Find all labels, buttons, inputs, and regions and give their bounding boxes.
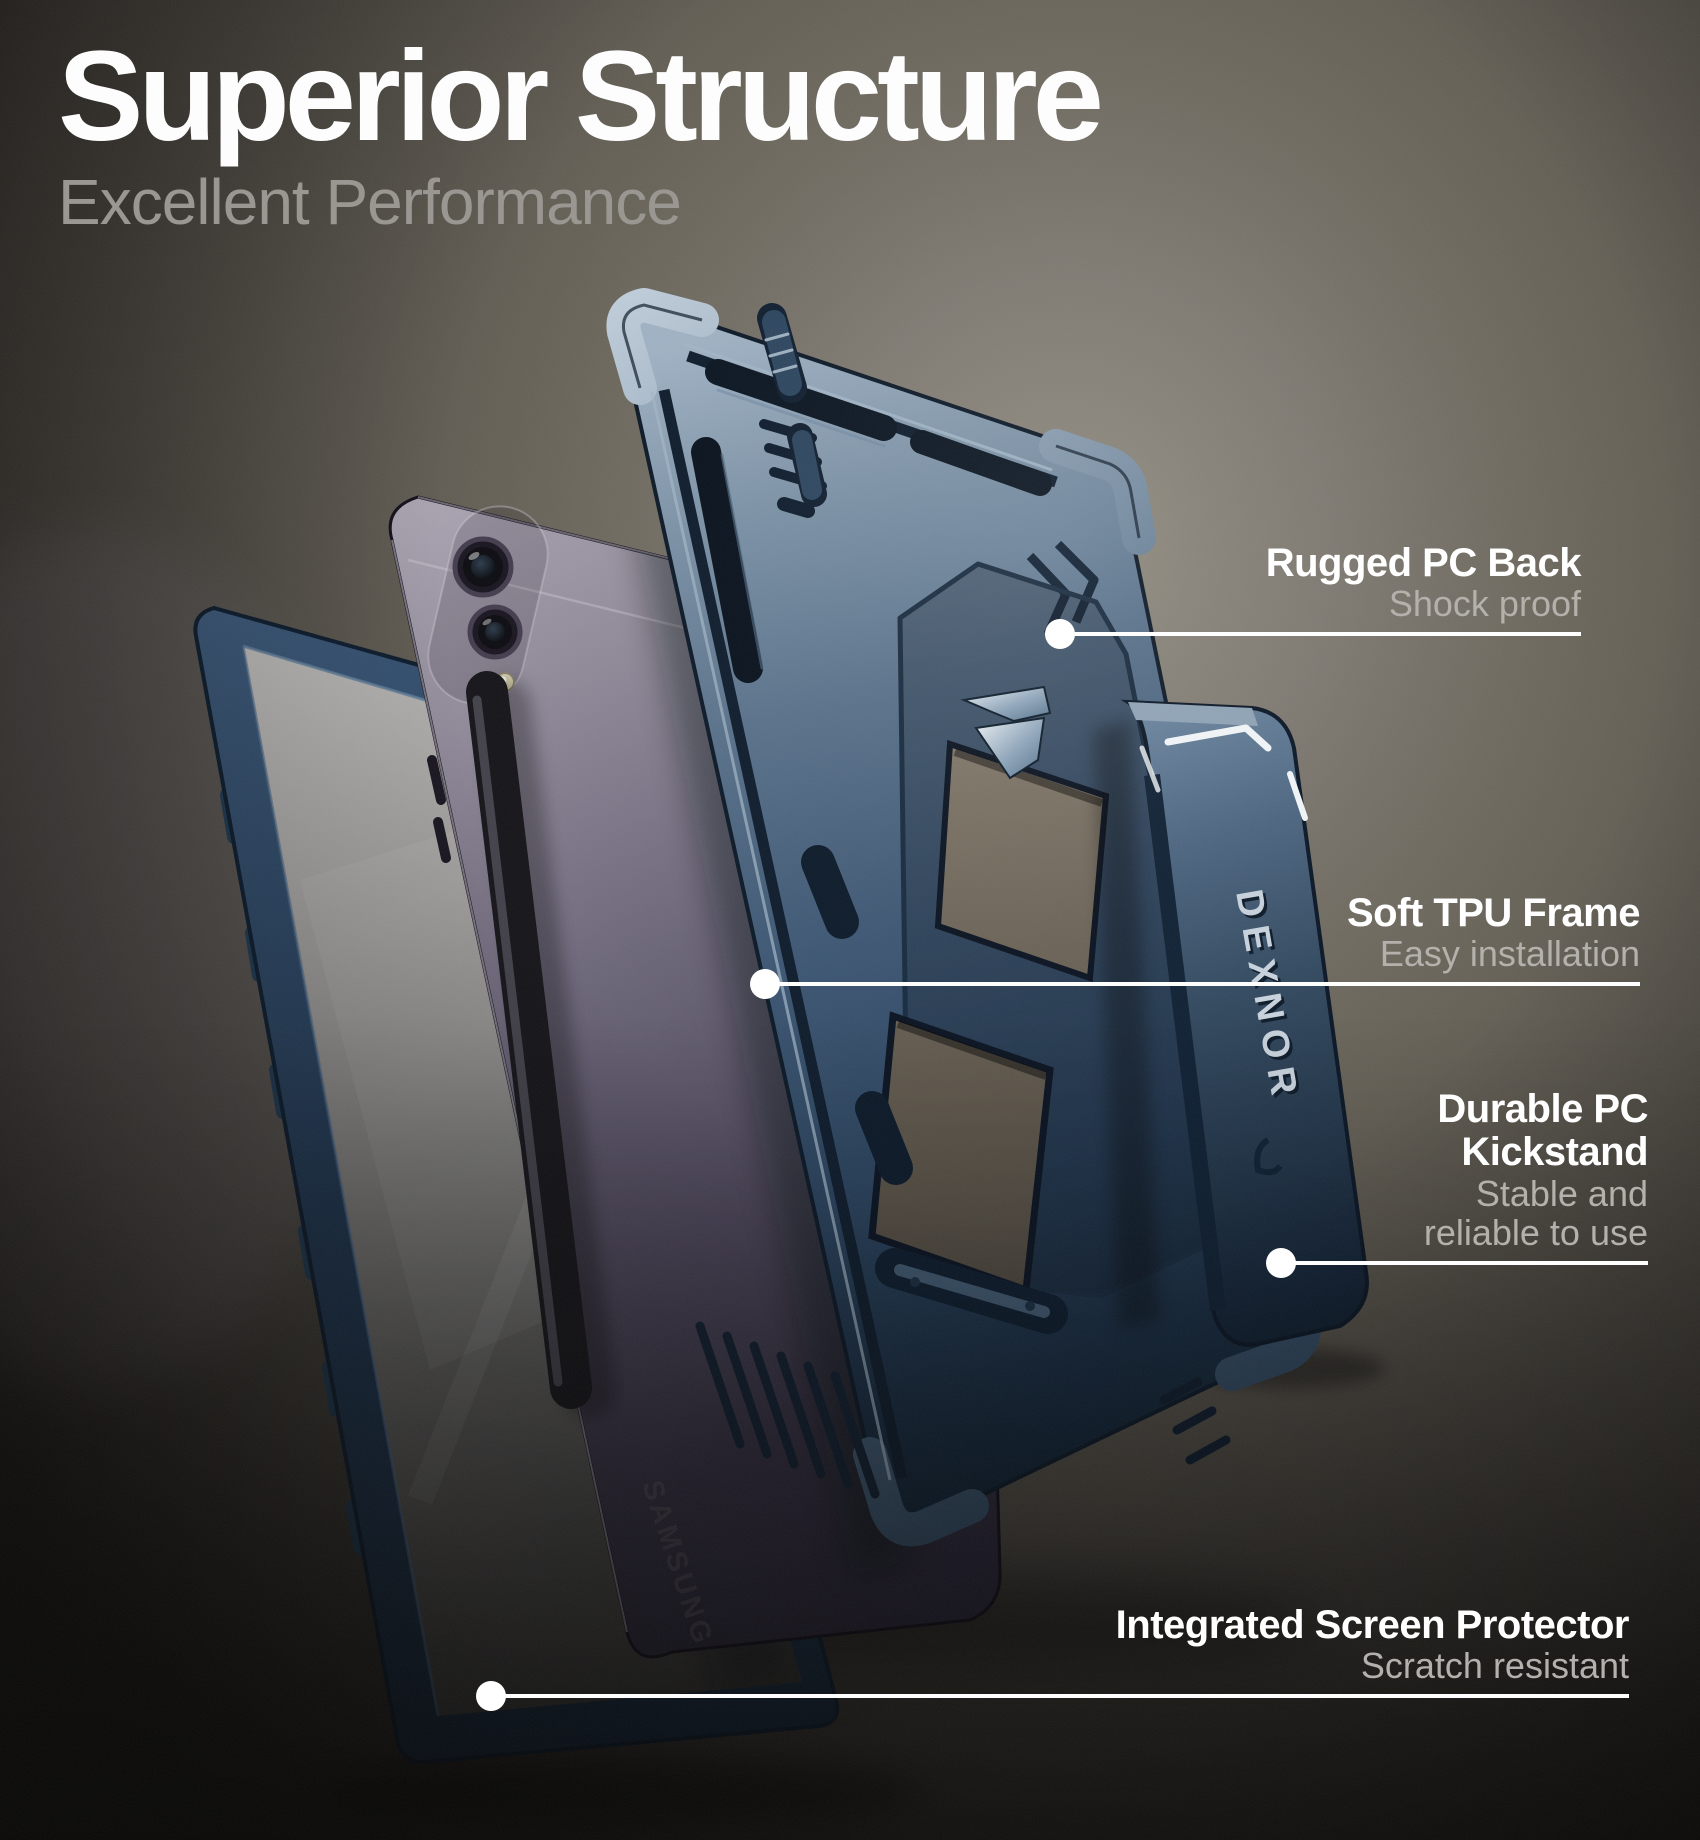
callout-subtitle-line2: reliable to use bbox=[1423, 1212, 1648, 1254]
callout-dot-durable-pc-kickstand bbox=[1266, 1248, 1296, 1278]
page-title: Superior Structure bbox=[58, 25, 1104, 168]
callout-text-soft-tpu-frame: Soft TPU Frame Easy installation bbox=[1346, 890, 1641, 975]
callout-text-rugged-pc-back: Rugged PC Back Shock proof bbox=[1265, 540, 1582, 625]
callout-text-integrated-screen-protector: Integrated Screen Protector Scratch resi… bbox=[1115, 1602, 1630, 1687]
header: Superior Structure Excellent Performance bbox=[58, 25, 1104, 239]
callout-rugged-pc-back: Rugged PC Back Shock proof bbox=[1045, 541, 1582, 649]
callout-text-durable-pc-kickstand: Durable PC Kickstand Stable and reliable… bbox=[1423, 1087, 1649, 1254]
callout-title: Rugged PC Back bbox=[1265, 540, 1582, 585]
callout-subtitle: Easy installation bbox=[1379, 933, 1640, 975]
callout-soft-tpu-frame: Soft TPU Frame Easy installation bbox=[750, 891, 1641, 999]
callout-title: Soft TPU Frame bbox=[1346, 890, 1641, 935]
page-subtitle: Excellent Performance bbox=[58, 166, 682, 239]
callout-title: Integrated Screen Protector bbox=[1115, 1602, 1630, 1647]
callout-dot-rugged-pc-back bbox=[1045, 619, 1075, 649]
callout-subtitle: Scratch resistant bbox=[1360, 1645, 1629, 1687]
callout-subtitle-line1: Stable and bbox=[1475, 1172, 1648, 1214]
callout-durable-pc-kickstand: Durable PC Kickstand Stable and reliable… bbox=[1266, 1088, 1649, 1278]
callout-title-line1: Durable PC bbox=[1437, 1087, 1648, 1132]
callout-dot-soft-tpu-frame bbox=[750, 969, 780, 999]
callout-dot-integrated-screen-protector bbox=[476, 1681, 506, 1711]
callout-integrated-screen-protector: Integrated Screen Protector Scratch resi… bbox=[476, 1603, 1630, 1711]
callout-subtitle: Shock proof bbox=[1388, 583, 1581, 625]
callout-title-line2: Kickstand bbox=[1461, 1130, 1648, 1175]
